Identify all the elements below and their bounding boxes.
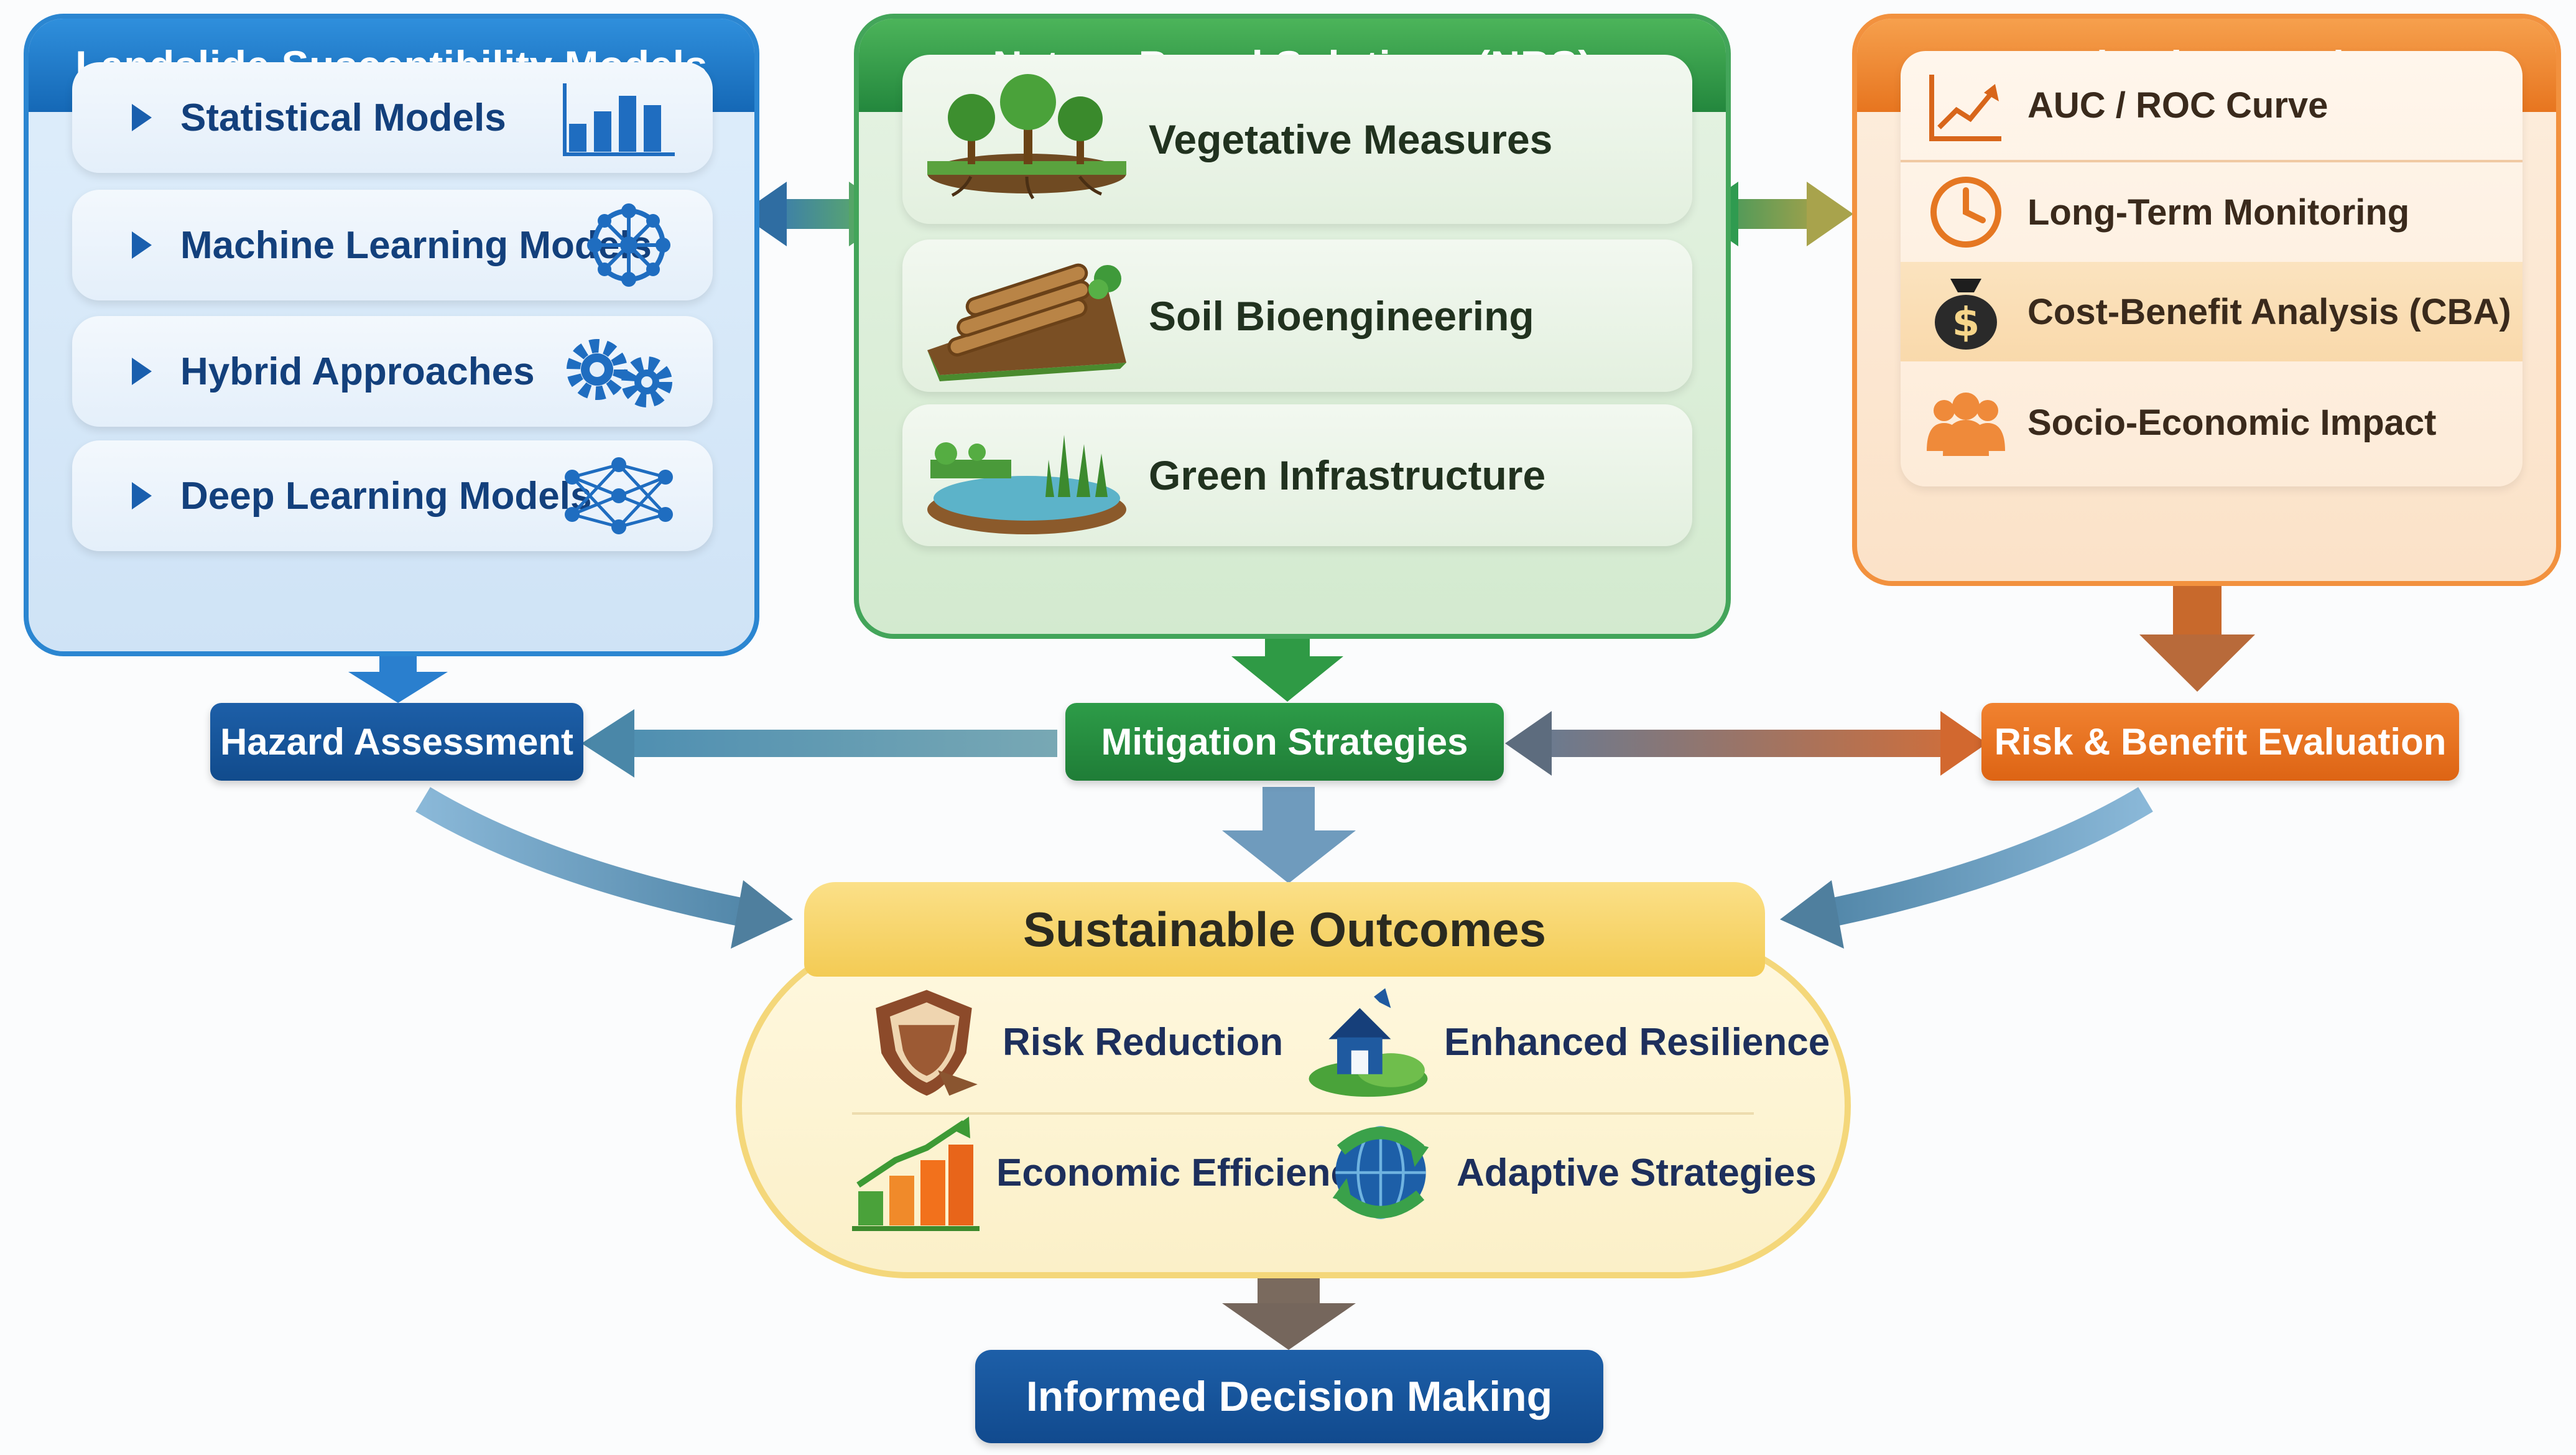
- outcome-economic-efficiency[interactable]: Economic Efficiency: [846, 1110, 1373, 1235]
- outcome-label: Economic Efficiency: [996, 1151, 1374, 1194]
- caret-right-icon: [132, 358, 152, 385]
- clock-icon: [1930, 177, 2001, 248]
- metrics-panel: Evaluation Metrics AUC / ROC Curve Long-…: [1852, 14, 2561, 586]
- divider: [1901, 160, 2523, 162]
- caret-right-icon: [132, 104, 152, 131]
- neural-net-icon: [565, 457, 673, 534]
- model-item-ml[interactable]: Machine Learning Models: [72, 190, 713, 300]
- arrow-mitigation-down: [1222, 787, 1356, 883]
- nbs-item-soil[interactable]: Soil Bioengineering: [902, 239, 1692, 392]
- trees-icon: [927, 74, 1126, 200]
- mitigation-strategies-box[interactable]: Mitigation Strategies: [1065, 703, 1504, 781]
- metric-item-socio[interactable]: Socio-Economic Impact: [1901, 365, 2523, 480]
- outcome-risk-reduction[interactable]: Risk Reduction: [864, 980, 1283, 1104]
- outcome-label: Enhanced Resilience: [1444, 1020, 1830, 1064]
- nbs-panel: Nature-Based Solutions (NBS) Vegetative …: [854, 14, 1731, 639]
- metric-item-label: Long-Term Monitoring: [2027, 192, 2410, 233]
- metric-item-auc[interactable]: AUC / ROC Curve: [1901, 51, 2523, 160]
- metrics-list: AUC / ROC Curve Long-Term Monitoring $ C…: [1901, 51, 2523, 486]
- svg-text:$: $: [1952, 300, 1980, 346]
- risk-benefit-box[interactable]: Risk & Benefit Evaluation: [1981, 703, 2459, 781]
- nbs-item-label: Green Infrastructure: [1149, 452, 1546, 498]
- models-panel: Landslide Susceptibility Models Statisti…: [24, 14, 759, 656]
- nbs-item-vegetative[interactable]: Vegetative Measures: [902, 55, 1692, 224]
- growth-chart-icon: [852, 1117, 980, 1231]
- money-bag-icon: $: [1935, 279, 1997, 350]
- log-terrace-icon: [927, 263, 1126, 381]
- network-icon: [587, 203, 670, 287]
- outcome-enhanced-resilience[interactable]: Enhanced Resilience: [1306, 980, 1830, 1104]
- model-item-deep[interactable]: Deep Learning Models: [72, 440, 713, 551]
- model-item-label: Deep Learning Models: [180, 474, 592, 518]
- outcomes-title: Sustainable Outcomes: [1023, 901, 1546, 957]
- nbs-item-label: Vegetative Measures: [1149, 116, 1553, 162]
- caret-right-icon: [132, 482, 152, 509]
- arrow-mitigation-hazard: [581, 709, 1057, 778]
- outcome-label: Risk Reduction: [1003, 1020, 1284, 1064]
- model-item-label: Machine Learning Models: [180, 223, 652, 267]
- arrow-risk-outcomes: [1780, 787, 2153, 949]
- globe-arrows-icon: [1332, 1126, 1429, 1219]
- outcomes-header: Sustainable Outcomes: [804, 882, 1765, 977]
- model-item-label: Hybrid Approaches: [180, 350, 535, 393]
- arrow-mitigation-risk: [1505, 711, 1987, 776]
- model-item-statistical[interactable]: Statistical Models: [72, 62, 713, 173]
- outcome-adaptive-strategies[interactable]: Adaptive Strategies: [1318, 1110, 1817, 1235]
- nbs-item-label: Soil Bioengineering: [1149, 292, 1534, 339]
- metric-item-label: Socio-Economic Impact: [2027, 402, 2437, 443]
- line-chart-icon: [1929, 74, 2001, 141]
- gears-icon: [567, 339, 672, 407]
- model-item-label: Statistical Models: [180, 96, 506, 139]
- shield-icon: [876, 990, 978, 1096]
- metric-item-label: AUC / ROC Curve: [2027, 85, 2328, 126]
- outcome-label: Adaptive Strategies: [1457, 1151, 1817, 1194]
- arrow-models-down: [348, 653, 448, 703]
- hazard-assessment-box[interactable]: Hazard Assessment: [210, 703, 583, 781]
- caret-right-icon: [132, 231, 152, 259]
- nbs-item-green-infra[interactable]: Green Infrastructure: [902, 404, 1692, 546]
- outcomes-divider-line: [852, 1112, 1754, 1115]
- house-hill-icon: [1309, 988, 1428, 1097]
- model-item-hybrid[interactable]: Hybrid Approaches: [72, 316, 713, 427]
- metric-item-monitoring[interactable]: Long-Term Monitoring: [1901, 162, 2523, 262]
- people-icon: [1927, 392, 2005, 456]
- arrow-hazard-outcomes: [415, 787, 793, 949]
- bar-chart-icon: [563, 83, 675, 156]
- wetland-icon: [927, 435, 1126, 534]
- metric-item-label: Cost-Benefit Analysis (CBA): [2027, 291, 2511, 332]
- informed-decision-box[interactable]: Informed Decision Making: [975, 1350, 1603, 1443]
- metric-item-cba[interactable]: $ Cost-Benefit Analysis (CBA): [1901, 262, 2523, 361]
